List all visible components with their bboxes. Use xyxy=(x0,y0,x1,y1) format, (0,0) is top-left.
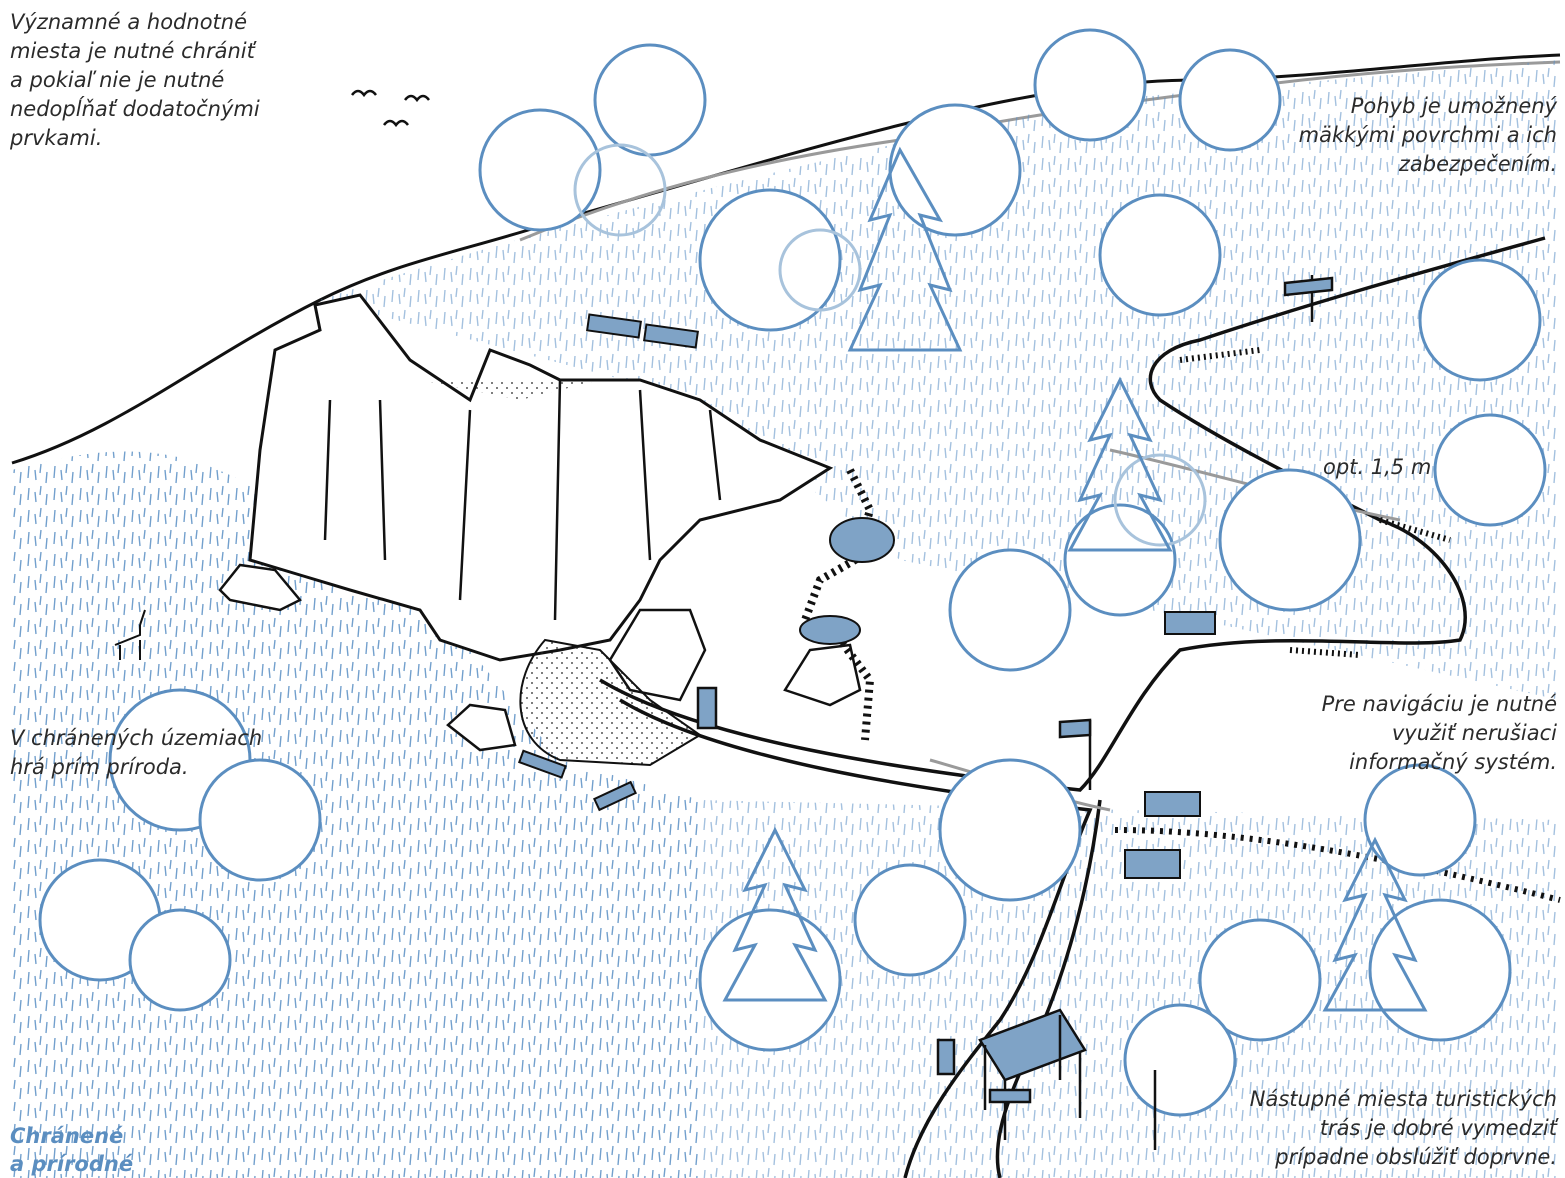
pond-lower xyxy=(800,616,860,644)
tree xyxy=(1435,415,1545,525)
tree xyxy=(130,910,230,1010)
tree xyxy=(595,45,705,155)
tree xyxy=(890,105,1020,235)
note-navigation: Pre navigáciu je nutné využiť nerušiaci … xyxy=(1322,690,1557,777)
tree xyxy=(855,865,965,975)
note-surfaces: Pohyb je umožnený mäkkými povrchmi a ich… xyxy=(1299,92,1557,179)
tree xyxy=(940,760,1080,900)
info-board-icon xyxy=(938,1040,954,1074)
bench-icon xyxy=(1145,792,1200,816)
note-trailheads: Nástupné miesta turistických trás je dob… xyxy=(1250,1085,1557,1172)
tree xyxy=(1420,260,1540,380)
tree xyxy=(1370,900,1510,1040)
note-protect: Významné a hodnotné miesta je nutné chrá… xyxy=(10,8,260,153)
tree xyxy=(700,910,840,1050)
tree xyxy=(1180,50,1280,150)
note-width: opt. 1,5 m xyxy=(1323,453,1431,482)
tree xyxy=(950,550,1070,670)
tree xyxy=(1220,470,1360,610)
tree xyxy=(1100,195,1220,315)
section-title: Chránené a prírodné xyxy=(10,1122,133,1178)
info-board-icon xyxy=(698,688,716,728)
tree xyxy=(1035,30,1145,140)
rock-small-3 xyxy=(785,645,860,705)
tree xyxy=(1125,1005,1235,1115)
pond-upper xyxy=(830,518,894,562)
bench-icon xyxy=(1125,850,1180,878)
note-nature: V chránených územiach hrá prím príroda. xyxy=(10,724,262,782)
bench-icon xyxy=(1165,612,1215,634)
tree xyxy=(1365,765,1475,875)
bird-icon xyxy=(352,91,429,125)
